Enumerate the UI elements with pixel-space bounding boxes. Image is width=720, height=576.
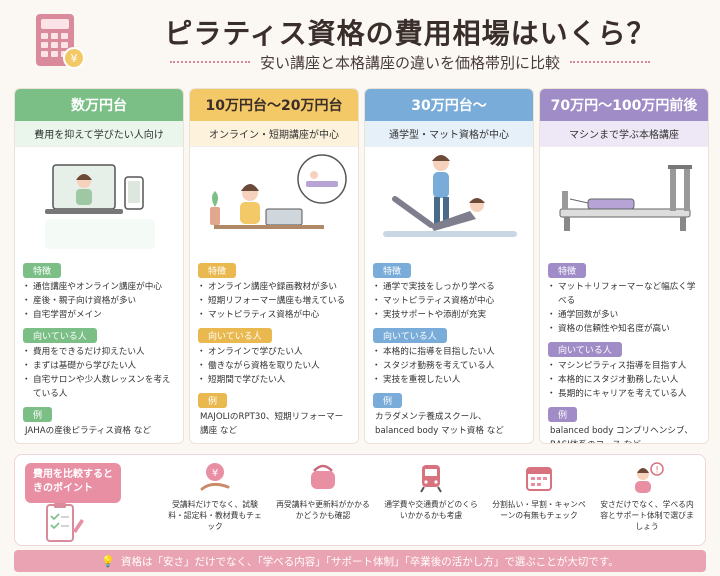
list-item: 本格的に指導を目指したい人 xyxy=(372,345,527,359)
card-price: 30万円台〜 xyxy=(365,89,533,121)
point-text: 受講料だけでなく、試験料・認定料・教材費もチェック xyxy=(168,500,262,531)
list-item: 通信講座やオンライン講座が中心 xyxy=(22,280,177,294)
list-item: 費用をできるだけ抑えたい人 xyxy=(22,345,177,359)
divider xyxy=(570,61,650,63)
list-item: マットピラティス資格が中心 xyxy=(372,294,527,308)
suit-label: 向いている人 xyxy=(23,328,97,343)
list-item: オンラインで学びたい人 xyxy=(197,345,352,359)
example-label: 例 xyxy=(548,407,578,422)
subtitle-row: 安い講座と本格講座の違いを価格帯別に比較 xyxy=(110,52,710,72)
example-text: カラダメンテ養成スクール、balanced body マット資格 など xyxy=(375,412,504,436)
points-label: 費用を比較するときのポイント xyxy=(25,463,121,503)
price-card-3: 30万円台〜 通学型・マット資格が中心 特徴 通学で実技をしっかり学べる マット… xyxy=(364,88,534,444)
page-title: ピラティス資格の費用相場はいくら？ xyxy=(164,17,656,50)
example-text: JAHAの産後ピラティス資格 など xyxy=(25,426,151,436)
list-item: 実技サポートや添削が充実 xyxy=(372,308,527,322)
list-item: スタジオ勤務を考えている人 xyxy=(372,359,527,373)
yen-hand-icon: ¥ xyxy=(200,463,230,491)
train-icon xyxy=(420,465,442,493)
calendar-icon xyxy=(526,467,552,491)
reformer-machine-illustration xyxy=(540,147,708,257)
list-item: マットピラティス資格が中心 xyxy=(197,308,352,322)
list-item: 短期リフォーマー講座も増えている xyxy=(197,294,352,308)
calculator-icon: ¥ xyxy=(36,14,85,69)
point-item-transport: 通学費や交通費がどのくらいかかるかも考慮 xyxy=(381,461,481,545)
list-item: 資格の信頼性や知名度が高い xyxy=(547,322,702,336)
list-item: マシンピラティス指導を目指す人 xyxy=(547,359,702,373)
card-price: 10万円台〜20万円台 xyxy=(190,89,358,121)
list-item: 通学で実技をしっかり学べる xyxy=(372,280,527,294)
footer-text: 資格は「安さ」だけでなく、「学べる内容」「サポート体制」「卒業後の活かし方」で選… xyxy=(121,555,619,568)
point-item-quality: ! 安さだけでなく、学べる内容とサポート体制で選びましょう xyxy=(597,461,697,545)
price-card-1: 数万円台 費用を抑えて学びたい人向け 特徴 通信講座やオンライン講座が中心 産後… xyxy=(14,88,184,444)
card-subtitle: 通学型・マット資格が中心 xyxy=(365,121,533,147)
list-item: 本格的にスタジオ勤務したい人 xyxy=(547,373,702,387)
point-item-fees: ¥ 受講料だけでなく、試験料・認定料・教材費もチェック xyxy=(165,461,265,545)
page-subtitle: 安い講座と本格講座の違いを価格帯別に比較 xyxy=(259,53,560,72)
point-text: 安さだけでなく、学べる内容とサポート体制で選びましょう xyxy=(600,500,694,531)
card-subtitle: マシンまで学ぶ本格講座 xyxy=(540,121,708,147)
list-item: 実技を重視したい人 xyxy=(372,373,527,387)
svg-text:¥: ¥ xyxy=(212,468,218,479)
example-text: balanced body コンプリヘンシブ、BASI体系のコース など xyxy=(550,426,693,443)
wallet-icon xyxy=(311,464,335,489)
feature-label: 特徴 xyxy=(373,263,412,278)
point-item-payment: 分割払い・早割・キャンペーンの有無もチェック xyxy=(489,461,589,545)
example-label: 例 xyxy=(23,407,53,422)
list-item: 長期的にキャリアを考えている人 xyxy=(547,387,702,401)
card-subtitle: オンライン・短期講座が中心 xyxy=(190,121,358,147)
list-item: 産後・親子向け資格が多い xyxy=(22,294,177,308)
svg-text:¥: ¥ xyxy=(71,52,78,65)
point-text: 分割払い・早割・キャンペーンの有無もチェック xyxy=(492,500,586,520)
lightbulb-icon: 💡 xyxy=(101,554,115,568)
suit-list: 本格的に指導を目指したい人 スタジオ勤務を考えている人 実技を重視したい人 xyxy=(365,345,533,387)
clipboard-icon xyxy=(46,503,84,542)
divider xyxy=(169,61,250,63)
list-item: 短期間で学びたい人 xyxy=(197,373,352,387)
feature-label: 特徴 xyxy=(198,263,237,278)
suit-list: オンラインで学びたい人 働きながら資格を取りたい人 短期間で学びたい人 xyxy=(190,345,358,387)
suit-label: 向いている人 xyxy=(198,328,272,343)
point-text: 再受講料や更新料がかかるかどうかも確認 xyxy=(276,500,370,520)
example-text: MAJOLIのRPT30、短期リフォーマー講座 など xyxy=(200,412,344,436)
point-text: 通学費や交通費がどのくらいかかるかも考慮 xyxy=(384,500,478,520)
feature-label: 特徴 xyxy=(23,263,62,278)
example-label: 例 xyxy=(373,393,403,408)
online-study-illustration xyxy=(15,147,183,257)
feature-list: 通学で実技をしっかり学べる マットピラティス資格が中心 実技サポートや添削が充実 xyxy=(365,280,533,322)
card-price: 数万円台 xyxy=(15,89,183,121)
feature-list: マット＋リフォーマーなど幅広く学べる 通学回数が多い 資格の信頼性や知名度が高い xyxy=(540,280,708,336)
card-price: 70万円〜100万円前後 xyxy=(540,89,708,121)
card-subtitle: 費用を抑えて学びたい人向け xyxy=(15,121,183,147)
point-item-renewal: 再受講料や更新料がかかるかどうかも確認 xyxy=(273,461,373,545)
footer-banner: 💡 資格は「安さ」だけでなく、「学べる内容」「サポート体制」「卒業後の活かし方」… xyxy=(14,550,706,572)
list-item: 自宅サロンや少人数レッスンを考えている人 xyxy=(22,373,177,401)
list-item: マット＋リフォーマーなど幅広く学べる xyxy=(547,280,702,308)
price-card-4: 70万円〜100万円前後 マシンまで学ぶ本格講座 特徴 マット＋リフォーマーなど… xyxy=(539,88,709,444)
price-card-2: 10万円台〜20万円台 オンライン・短期講座が中心 特徴 オンライン講座や録画教… xyxy=(189,88,359,444)
mat-training-illustration xyxy=(365,147,533,257)
suit-list: 費用をできるだけ抑えたい人 まずは基礎から学びたい人 自宅サロンや少人数レッスン… xyxy=(15,345,183,401)
laptop-study-illustration xyxy=(190,147,358,257)
list-item: まずは基礎から学びたい人 xyxy=(22,359,177,373)
person-alert-icon: ! xyxy=(635,462,664,493)
feature-list: 通信講座やオンライン講座が中心 産後・親子向け資格が多い 自宅学習がメイン xyxy=(15,280,183,322)
suit-list: マシンピラティス指導を目指す人 本格的にスタジオ勤務したい人 長期的にキャリアを… xyxy=(540,359,708,401)
list-item: 通学回数が多い xyxy=(547,308,702,322)
header: ¥ ピラティス資格の費用相場はいくら？ 安い講座と本格講座の違いを価格帯別に比較 xyxy=(0,0,720,84)
example-label: 例 xyxy=(198,393,228,408)
comparison-points-panel: 費用を比較するときのポイント ¥ 受講料だけでなく、試験料・認定料・教材費もチェ… xyxy=(14,454,706,546)
svg-text:!: ! xyxy=(655,466,659,476)
list-item: 働きながら資格を取りたい人 xyxy=(197,359,352,373)
suit-label: 向いている人 xyxy=(373,328,447,343)
feature-list: オンライン講座や録画教材が多い 短期リフォーマー講座も増えている マットピラティ… xyxy=(190,280,358,322)
list-item: オンライン講座や録画教材が多い xyxy=(197,280,352,294)
suit-label: 向いている人 xyxy=(548,342,622,357)
list-item: 自宅学習がメイン xyxy=(22,308,177,322)
feature-label: 特徴 xyxy=(548,263,587,278)
